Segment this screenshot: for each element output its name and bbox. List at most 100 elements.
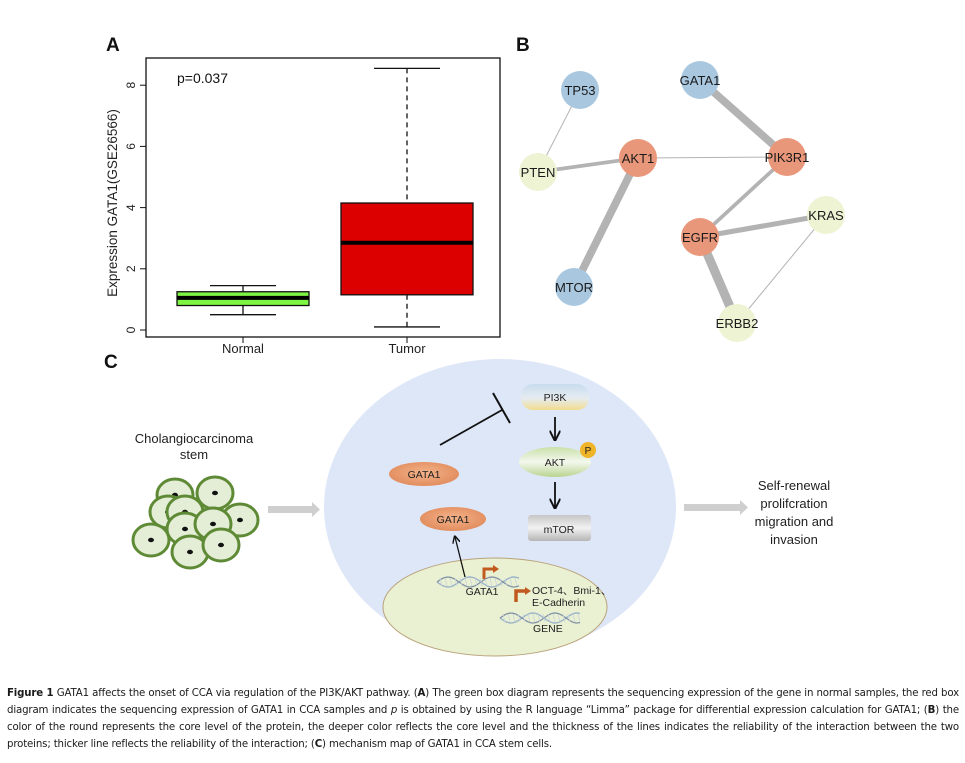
target-genes-line1: OCT-4、Bmi-1、 [532,585,611,597]
boxplot-chart: Expression GATA1(GSE26566) p=0.037 0 2 4 6 8… [105,57,501,356]
akt-node [519,447,591,477]
mtor-node [528,515,591,541]
node-circle [807,196,845,234]
node-circle [561,71,599,109]
dna-gata1-label: GATA1 [466,586,499,598]
node-circle [768,138,806,176]
cell-label-line1: Cholangiocarcinoma [135,431,254,446]
box-normal [176,284,310,316]
boxes [176,67,474,328]
transcription-start-icon [514,589,526,602]
dna-helix-icon [436,576,520,588]
caption-part-b-label: B [927,705,936,716]
iqr-box [340,202,474,296]
node-egfr: EGFR [681,218,719,256]
gene-label: GENE [533,623,563,635]
y-tick-label: 4 [124,204,138,211]
cell-nucleus-dot [148,537,154,543]
node-label: PIK3R1 [765,150,810,165]
inhibition-bar [492,392,511,424]
panel-label-c: C [104,352,118,373]
y-tick-label: 8 [124,82,138,89]
node-kras: KRAS [807,196,845,234]
node-circle [555,268,593,306]
stem-cell-cluster [131,475,260,570]
node-label: PTEN [521,165,556,180]
node-circle [519,153,557,191]
x-tick-label: Normal [222,341,264,356]
x-tick-label: Tumor [388,341,426,356]
node-akt1: AKT1 [619,139,657,177]
node-label: AKT1 [622,151,655,166]
caption-part-a-text-2: is obtained by using the R language “Lim… [400,705,921,716]
cell-nucleus-dot [218,542,224,548]
node-circle [681,218,719,256]
figure-label: Figure 1 [7,688,54,699]
edge-pik3r1-egfr [698,155,789,239]
outcome-line: invasion [770,532,818,547]
gata1-lower-label: GATA1 [437,514,470,526]
node-label: TP53 [564,83,595,98]
cell-nucleus-dot [187,549,193,555]
outcome-text: Self-renewal prolifcration migration and in… [755,478,834,547]
panel-label-b: B [516,35,530,56]
node-label: GATA1 [680,73,721,88]
node-label: ERBB2 [716,316,759,331]
outcome-line: migration and [755,514,834,529]
cell-nucleus-dot [212,490,218,496]
caption-part-c-text: mechanism map of GATA1 in CCA stem cells… [328,739,552,750]
node-pik3r1: PIK3R1 [765,138,810,176]
arrow-right-icon [684,500,748,515]
p-value-annotation: p=0.037 [177,70,228,86]
edge-akt1-pik3r1 [637,156,788,159]
node-gata1: GATA1 [680,61,721,99]
cell-nucleus-dot [237,517,243,523]
mechanism-diagram: Cholangiocarcinoma stem PI3K AKT P mTOR … [131,359,834,657]
x-axis: Normal Tumor [222,337,426,356]
nucleus [382,557,608,657]
figure-title: GATA1 affects the onset of CCA via regul… [56,688,411,699]
dna-helix-icon [499,612,581,624]
mtor-label: mTOR [544,524,575,536]
pi3k-label: PI3K [544,392,567,404]
cell-nucleus-dot [182,526,188,532]
edge-akt1-mtor [570,156,642,289]
cell-label-line2: stem [180,447,208,462]
caption-part-c-label: C [314,739,323,750]
y-tick-label: 0 [124,326,138,333]
outcome-line: Self-renewal [758,478,830,493]
y-axis: 0 2 4 6 8 [124,82,147,333]
y-tick-label: 2 [124,265,138,272]
node-tp53: TP53 [561,71,599,109]
edge-kras-erbb2 [736,214,827,324]
edge-gata1-pik3r1 [697,77,790,160]
figure-caption: Figure 1 GATA1 affects the onset of CCA … [7,688,959,750]
node-pten: PTEN [519,153,557,191]
transcription-start-icon [482,567,494,579]
caption-part-a-label: A [417,688,426,699]
node-erbb2: ERBB2 [716,304,759,342]
phosphate-badge [580,442,596,458]
y-axis-label: Expression GATA1(GSE26566) [105,109,120,297]
gata1-upper-label: GATA1 [408,469,441,481]
panel-label-a: A [106,35,120,56]
y-tick-label: 6 [124,143,138,150]
node-label: EGFR [682,230,718,245]
gata1-protein-lower [420,507,486,531]
node-circle [718,304,756,342]
caption-part-a-text: The green box diagram represents the seq… [7,688,959,716]
edge-egfr-kras [699,212,827,240]
caption-part-b-text: the color of the round represents the co… [7,705,959,750]
gata1-protein-upper [389,462,459,486]
outcome-line: prolifcration [760,496,827,511]
pi3k-node [521,384,589,410]
arrow-right-icon [268,502,320,517]
phosphate-label: P [585,446,592,457]
p-symbol: p [390,705,398,716]
cell-nucleus-dot [210,521,216,527]
node-mtor: MTOR [555,268,593,306]
box-tumor [340,67,474,328]
node-circle [681,61,719,99]
